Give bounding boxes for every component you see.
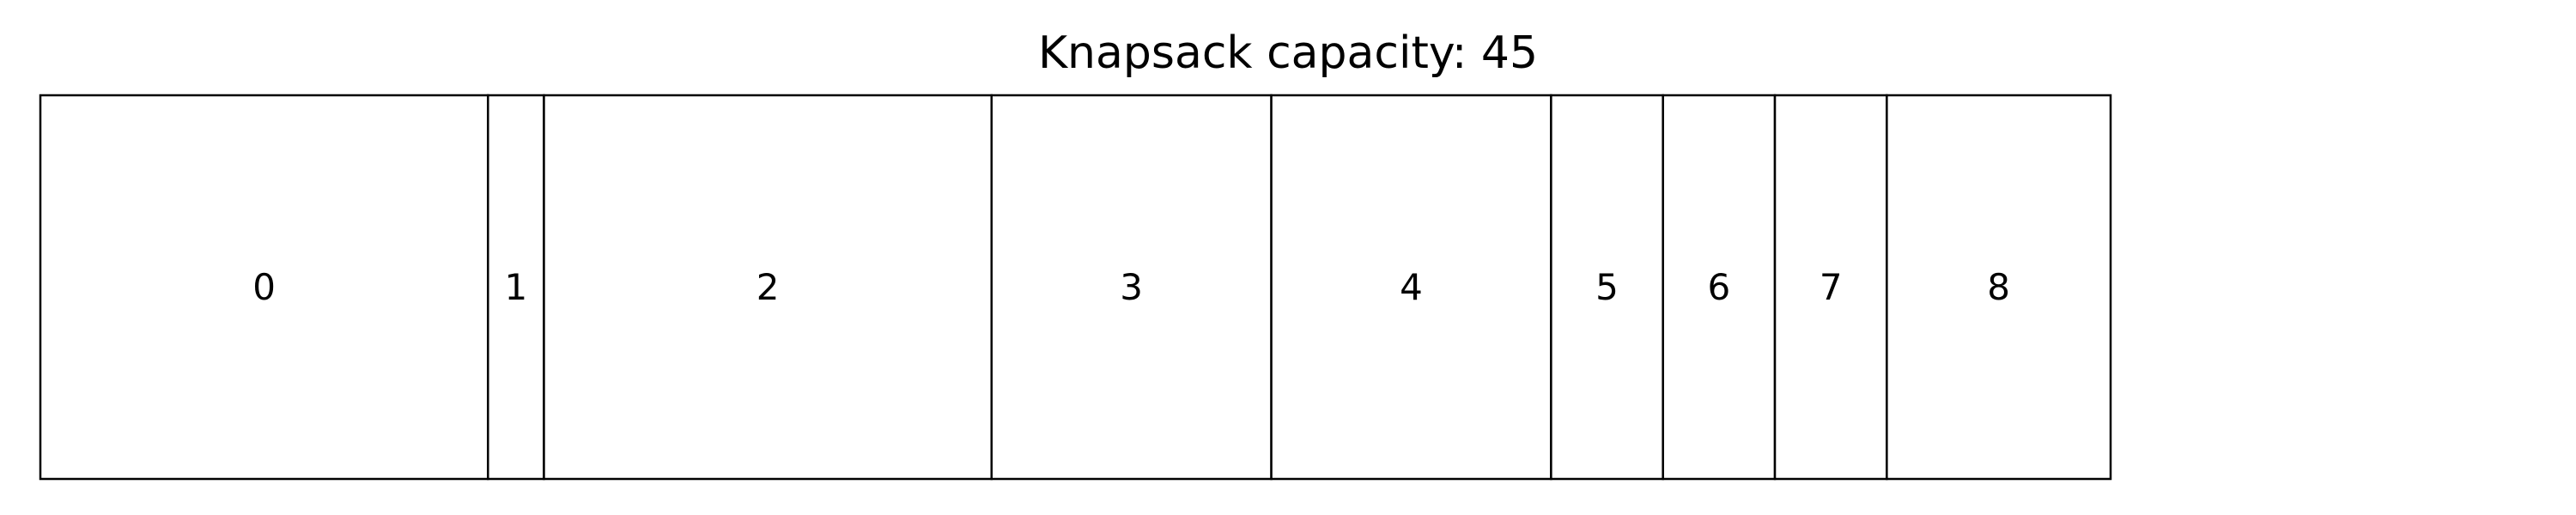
knapsack-items: 0 1 2 3 4 5 6 7 8 <box>39 94 2112 481</box>
item-label-2: 2 <box>756 266 780 308</box>
item-label-1: 1 <box>505 266 528 308</box>
item-box-3 <box>990 94 1273 481</box>
item-box-8 <box>1886 94 2112 481</box>
item-box-5 <box>1550 94 1664 481</box>
item-label-8: 8 <box>1987 266 2010 308</box>
diagram-title: Knapsack capacity: 45 <box>1037 27 1539 79</box>
item-box-4 <box>1270 94 1552 481</box>
item-box-1 <box>487 94 545 481</box>
item-label-4: 4 <box>1400 266 1423 308</box>
item-label-5: 5 <box>1595 266 1619 308</box>
item-box-2 <box>543 94 993 481</box>
item-box-0 <box>39 94 489 481</box>
item-label-0: 0 <box>252 266 276 308</box>
item-label-3: 3 <box>1120 266 1143 308</box>
item-box-6 <box>1662 94 1777 481</box>
item-label-7: 7 <box>1820 266 1843 308</box>
item-label-6: 6 <box>1707 266 1730 308</box>
item-box-7 <box>1773 94 1888 481</box>
